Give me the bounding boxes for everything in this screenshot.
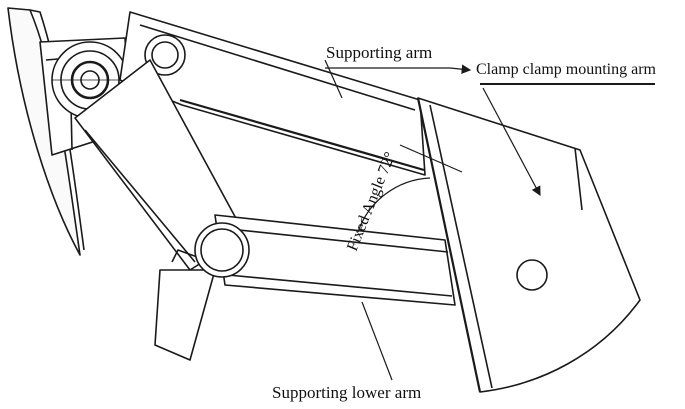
clamp-arm-leader [482,87,541,197]
supporting-lower-arm-label: Supporting lower arm [272,383,421,402]
supporting-arm-pointer [324,59,343,99]
supporting-lower-arm [214,214,456,306]
clamp-mounting-plate [416,97,641,393]
supporting-arm-leader [325,64,472,74]
supporting-arm [119,11,426,176]
fixed-angle-arc [357,144,463,233]
lower-strut [154,249,216,361]
lower-joint [194,222,250,278]
lower-arm-leader [361,301,393,381]
clamp-mounting-arm-label: Clamp clamp mounting arm [476,61,657,78]
supporting-arm-label: Supporting arm [326,43,432,62]
